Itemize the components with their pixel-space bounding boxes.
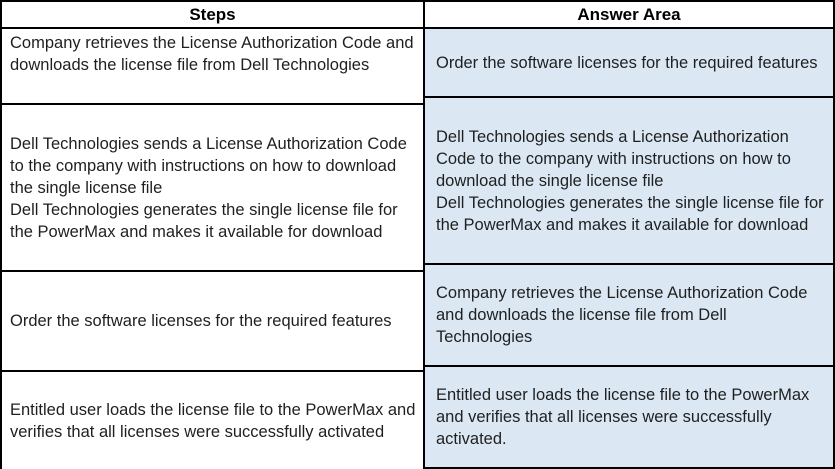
answer-slot-4[interactable]: Entitled user loads the license file to …	[424, 367, 833, 469]
step-item-1-text: Company retrieves the License Authorizat…	[10, 34, 414, 74]
step-item-4-text: Entitled user loads the license file to …	[10, 400, 416, 441]
answer-slot-2-text-a: Dell Technologies sends a License Author…	[435, 127, 791, 190]
answer-slot-4-text: Entitled user loads the license file to …	[435, 386, 810, 448]
answer-slot-1-text: Order the software licenses for the requ…	[435, 53, 818, 72]
step-item-2-text-a: Dell Technologies sends a License Author…	[10, 134, 407, 197]
answer-slot-3[interactable]: Company retrieves the License Authorizat…	[424, 265, 833, 367]
steps-header: Steps	[2, 2, 423, 29]
step-item-1[interactable]: Company retrieves the License Authorizat…	[2, 29, 423, 105]
step-item-2-text-b: Dell Technologies generates the single l…	[10, 200, 398, 241]
steps-header-label: Steps	[189, 4, 236, 24]
answer-slot-1[interactable]: Order the software licenses for the requ…	[424, 29, 833, 98]
answer-slot-3-text: Company retrieves the License Authorizat…	[435, 284, 808, 346]
step-item-2[interactable]: Dell Technologies sends a License Author…	[2, 105, 423, 272]
step-item-3[interactable]: Order the software licenses for the requ…	[2, 272, 423, 372]
answer-area-header-label: Answer Area	[577, 4, 681, 24]
answer-slot-2-text-b: Dell Technologies generates the single l…	[435, 193, 824, 234]
answer-area-header: Answer Area	[424, 2, 833, 29]
answer-slot-2[interactable]: Dell Technologies sends a License Author…	[424, 98, 833, 265]
step-item-3-text: Order the software licenses for the requ…	[10, 312, 392, 330]
answer-area-column: Answer Area Order the software licenses …	[424, 2, 833, 469]
step-item-4[interactable]: Entitled user loads the license file to …	[2, 372, 423, 469]
steps-column: Steps Company retrieves the License Auth…	[2, 2, 425, 469]
